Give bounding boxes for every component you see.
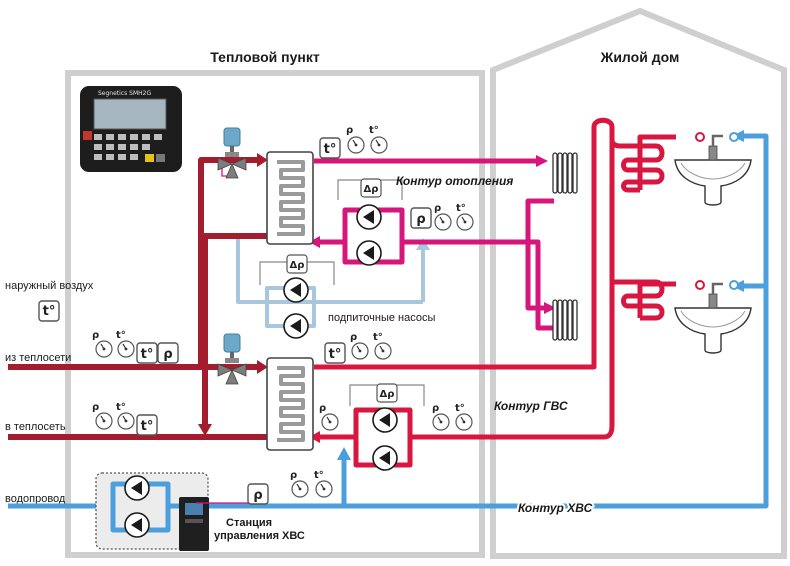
sink-lower [673, 279, 753, 355]
heating-supply-temp-sensor: t° [319, 137, 341, 159]
heating-return-gauge-t: t° [456, 203, 466, 214]
makeup-pumps-label: подпиточные насосы [328, 312, 435, 324]
cold-water-pump-1 [124, 475, 150, 501]
outdoor-air-sensor-symbol: t° [43, 304, 56, 319]
heating-heat-exchanger [265, 150, 315, 246]
dhw-return-gauge-t: t° [455, 403, 465, 414]
network-return-gauge-t: t° [116, 402, 126, 413]
makeup-pump-1 [283, 277, 309, 303]
heating-return-gauge-p: ρ [434, 203, 441, 214]
dhw-pump-2 [372, 445, 398, 471]
cold-water-gauges: ρ t° [290, 470, 333, 498]
dhw-supply-gauge-p: ρ [350, 332, 357, 343]
heating-supply-gauge-p: ρ [346, 125, 353, 136]
dhw-return-gauge-p: ρ [432, 403, 439, 414]
heat-point-building [65, 70, 485, 558]
station-label-line1: Станция [226, 517, 272, 529]
heating-diff-pressure-sensor: Δρ [360, 178, 382, 198]
dhw-supply-temp-symbol: t° [329, 347, 342, 362]
heating-supply-gauges: ρ t° [346, 125, 388, 154]
house-title: Жилой дом [600, 49, 680, 65]
network-supply-gauge-t: t° [116, 330, 126, 341]
house-building [490, 7, 787, 559]
makeup-diff-pressure-sensor: Δρ [286, 254, 308, 274]
network-supply-gauge-p: ρ [92, 330, 99, 341]
dhw-diff-pressure-sensor: Δρ [376, 383, 398, 403]
controller-brand: Segnetics SMH2G [98, 90, 151, 97]
signal-wires [168, 166, 259, 504]
network-supply-temp-sensor: t° [136, 342, 158, 364]
outdoor-air-sensor: t° [38, 300, 60, 322]
dhw-circuit-label: Контур ГВС [494, 399, 568, 413]
sink-upper [673, 131, 753, 207]
water-supply-label: водопровод [5, 493, 66, 505]
cold-water-gauge-t: t° [314, 470, 324, 481]
network-supply-gauges: ρ t° [92, 330, 135, 358]
heating-diff-pressure-symbol: Δρ [364, 184, 379, 195]
heat-point-title: Тепловой пункт [210, 49, 320, 65]
network-supply-temp-symbol: t° [141, 347, 154, 362]
dhw-control-valve [217, 333, 247, 385]
heating-pump-2 [356, 240, 382, 266]
frequency-drive [179, 497, 209, 551]
network-return-gauges: ρ t° [92, 402, 135, 430]
dhw-pump-1 [372, 407, 398, 433]
radiator-lower [552, 299, 578, 341]
cold-water-pump-2 [124, 512, 150, 538]
dhw-return-gauge-p-left: ρ [319, 403, 326, 414]
network-return-gauge-p: ρ [92, 402, 99, 413]
cold-circuit-label: Контур ХВС [518, 501, 593, 515]
heating-return-gauges: ρ t° [434, 203, 474, 231]
dhw-circuit-pipe [309, 117, 676, 468]
dhw-diff-pressure-symbol: Δρ [380, 389, 395, 400]
network-return-temp-sensor: t° [136, 414, 158, 436]
makeup-diff-pressure-symbol: Δρ [290, 260, 305, 271]
heating-return-pressure-sensor: ρ [410, 207, 432, 229]
network-supply-pressure-sensor: ρ [157, 342, 179, 364]
network-supply-pressure-symbol: ρ [163, 347, 172, 362]
dhw-supply-gauges: ρ t° [350, 332, 392, 360]
makeup-pump-2 [283, 313, 309, 339]
controller-panel: Segnetics SMH2G [80, 86, 182, 172]
station-label-line2: управления ХВС [214, 530, 305, 542]
heating-supply-gauge-t: t° [369, 125, 379, 136]
outdoor-air-label: наружный воздух [5, 280, 94, 292]
to-network-label: в теплосеть [5, 421, 66, 433]
heating-pump-1 [356, 204, 382, 230]
cold-water-pressure-symbol: ρ [253, 488, 262, 503]
dhw-return-gauges: ρ t° [432, 403, 473, 431]
network-return-temp-symbol: t° [141, 419, 154, 434]
heating-supply-temp-symbol: t° [324, 142, 337, 157]
cold-water-pressure-sensor: ρ [247, 483, 269, 505]
dhw-supply-temp-sensor: t° [324, 342, 346, 364]
dhw-supply-gauge-t: t° [373, 332, 383, 343]
dhw-return-pressure-gauge: ρ [319, 403, 339, 431]
from-network-label: из теплосети [5, 352, 71, 364]
dhw-heat-exchanger [265, 356, 315, 452]
cold-water-gauge-p: ρ [290, 470, 297, 481]
heating-circuit-label: Контур отопления [396, 174, 513, 188]
heating-return-pressure-symbol: ρ [416, 212, 425, 227]
radiator-upper [552, 152, 578, 194]
